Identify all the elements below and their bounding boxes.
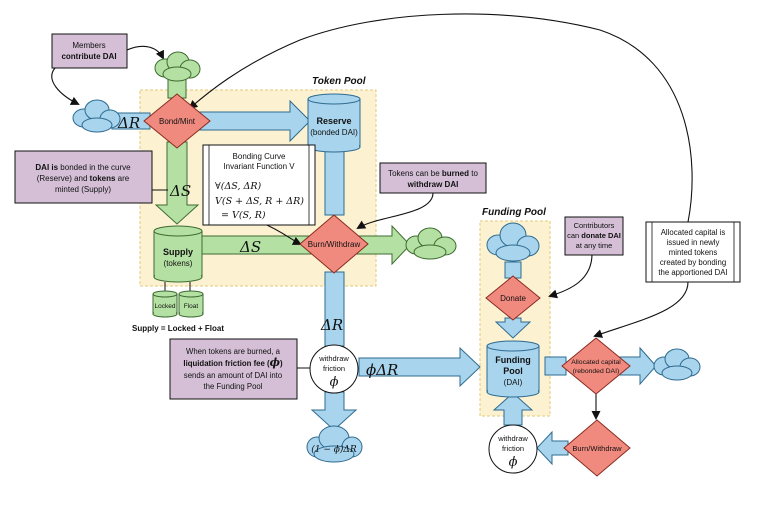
reserve-label-2: (bonded DAI) xyxy=(310,128,358,137)
blue-flow-burn-to-friction xyxy=(536,430,569,466)
allocated-note-1: Allocated capital is xyxy=(661,228,726,237)
contributors-note-2: can donate DAI xyxy=(567,231,621,240)
allocated-note-4: created by bonding xyxy=(660,258,726,267)
bond-mint-label: Bond/Mint xyxy=(159,117,196,126)
members-note-1: Members xyxy=(72,41,105,50)
dai-bonded-note-2: (Reserve) and tokens are xyxy=(37,174,130,183)
delta-s-down-label: ΔS xyxy=(169,182,191,200)
funding-pool-label: Funding Pool xyxy=(482,207,546,218)
phi-delta-r-label: ϕΔR xyxy=(366,361,398,379)
arrow-burned-note-to-burn xyxy=(356,192,434,230)
supply-cylinder xyxy=(153,225,203,283)
donate-label: Donate xyxy=(500,294,526,303)
friction-a-label-1: withdraw xyxy=(318,354,349,363)
friction-b-label-1: withdraw xyxy=(497,434,528,443)
invariant-title-2: Invariant Function V xyxy=(223,162,295,171)
allocated-note xyxy=(645,221,741,283)
friction-b-label-3: ϕ xyxy=(509,455,518,470)
allocated-note-2: issued in newly xyxy=(667,238,720,247)
burned-note-1: Tokens can be burned to xyxy=(388,169,478,178)
delta-r-in-label: ΔR xyxy=(117,114,140,132)
token-pool-label: Token Pool xyxy=(312,76,366,87)
burn-withdraw-label: Burn/Withdraw xyxy=(308,240,361,249)
burned-note xyxy=(379,162,487,194)
allocated-capital-label-1: Allocated capital xyxy=(571,359,621,366)
blue-flow-down-to-friction xyxy=(324,271,345,347)
contributors-note-3: at any time xyxy=(576,241,613,250)
reserve-cylinder xyxy=(307,93,361,153)
delta-r-down-label: ΔR xyxy=(320,316,343,334)
float-cylinder xyxy=(178,290,204,318)
blue-flow-phi xyxy=(358,346,481,388)
bond-mint-diamond xyxy=(143,93,211,149)
blue-flow-to-reserve xyxy=(197,99,311,143)
funding-pool-label-3: (DAI) xyxy=(504,378,523,387)
blue-flow-to-allocated xyxy=(544,356,567,376)
funding-pool-cylinder xyxy=(486,340,540,398)
friction-a-label-2: friction xyxy=(323,364,345,373)
blue-flow-out-down xyxy=(310,391,358,431)
supply-equation: Supply = Locked + Float xyxy=(132,324,224,333)
funding-pool-label-2: Pool xyxy=(503,366,523,376)
out-cloud-label: (1 − ϕ)ΔR xyxy=(311,444,357,455)
locked-label: Locked xyxy=(155,303,176,310)
friction-circle-a xyxy=(309,344,359,394)
allocated-note-5: the apportioned DAI xyxy=(658,268,727,277)
supply-label-2: (tokens) xyxy=(164,259,193,268)
green-flow-down xyxy=(154,141,200,225)
locked-cylinder xyxy=(152,290,178,318)
invariant-eq-3: = V(S, R) xyxy=(221,210,266,221)
cloud-green-right xyxy=(405,227,457,260)
burned-note-2: withdraw DAI xyxy=(407,180,459,189)
friction-note-3: sends an amount of DAI into xyxy=(184,371,283,380)
dai-bonded-note xyxy=(14,150,153,204)
cloud-out-bottom xyxy=(306,425,363,463)
blue-flow-cloud-to-donate xyxy=(504,261,522,279)
friction-note-1: When tokens are burned, a xyxy=(186,347,281,356)
cloud-blue-right xyxy=(653,348,701,381)
members-note xyxy=(51,33,128,69)
invariant-title-1: Bonding Curve xyxy=(233,152,286,161)
cloud-left xyxy=(72,99,121,133)
friction-note-2: liquidation friction fee (ϕ) xyxy=(183,356,283,369)
invariant-eq-2: V(S + ΔS, R + ΔR) xyxy=(215,196,304,207)
contributors-note-1: Contributors xyxy=(574,221,615,230)
allocated-note-3: minted tokens xyxy=(669,248,718,257)
burn-withdraw-label-2: Burn/Withdraw xyxy=(572,444,622,453)
friction-note xyxy=(169,338,298,400)
contributors-note xyxy=(564,216,624,256)
allocated-capital-diamond xyxy=(561,337,631,395)
invariant-box xyxy=(202,144,316,226)
blue-flow-reserve-down xyxy=(324,144,345,216)
arrow-contributors-to-donate xyxy=(548,253,593,299)
blue-flow-to-right-cloud xyxy=(619,346,657,386)
dai-bonded-note-3: minted (Supply) xyxy=(55,185,111,194)
burn-withdraw-diamond xyxy=(299,214,369,274)
delta-s-right-label: ΔS xyxy=(239,238,261,256)
arrow-members-to-cloud xyxy=(126,45,164,60)
cloud-top xyxy=(154,51,201,82)
blue-flow-friction-up xyxy=(492,392,534,426)
reserve-label-1: Reserve xyxy=(316,116,351,126)
friction-note-4: the Funding Pool xyxy=(204,382,263,391)
friction-b-label-2: friction xyxy=(502,444,524,453)
friction-circle-b xyxy=(488,424,538,474)
friction-a-label-3: ϕ xyxy=(330,375,339,390)
allocated-capital-label-2: (rebonded DAI) xyxy=(573,368,619,375)
arrow-members-to-left-cloud xyxy=(51,67,80,105)
members-note-2: contribute DAI xyxy=(61,52,116,61)
blue-flow-donate-to-pool xyxy=(494,317,532,339)
curve-allocated-to-bond xyxy=(188,13,693,223)
burn-withdraw-diamond-2 xyxy=(563,419,631,477)
funding-pool-label-1: Funding xyxy=(495,355,531,365)
supply-label-1: Supply xyxy=(163,247,193,257)
cloud-funding-top xyxy=(486,222,540,262)
invariant-eq-1: ∀(ΔS, ΔR) xyxy=(215,181,262,192)
donate-diamond xyxy=(485,275,541,321)
arrow-allocated-note-to-allocated xyxy=(593,281,689,338)
dai-bonded-note-1: DAI is bonded in the curve xyxy=(35,163,131,172)
float-label: Float xyxy=(184,303,199,310)
